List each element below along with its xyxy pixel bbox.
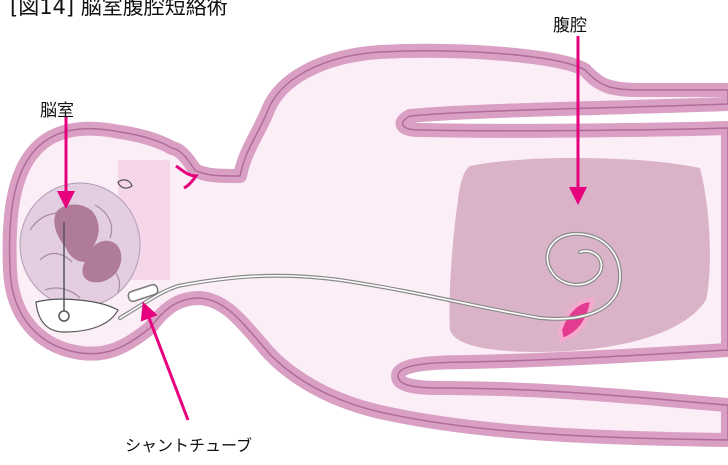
label-shunt-tube: シャントチューブ	[125, 432, 252, 456]
label-peritoneal-cavity: 腹腔	[553, 11, 587, 36]
figure-title: [図14] 脳室腹腔短絡術	[10, 0, 228, 21]
label-ventricle: 脳室	[40, 96, 74, 121]
arrow-shunt	[146, 310, 188, 420]
